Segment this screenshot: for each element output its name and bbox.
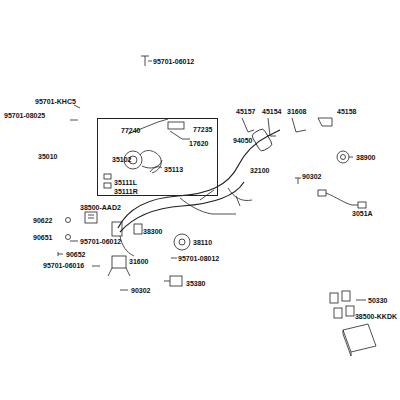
callout-number: 90302: [131, 287, 150, 295]
callout-number: 90652: [66, 251, 85, 259]
callout-number: 31600: [129, 258, 148, 266]
callout-number: 35102: [112, 156, 131, 164]
callout-number: 38900: [356, 154, 375, 162]
callout-number: 35111L: [114, 179, 137, 187]
callout-number: 95701-06016: [43, 262, 84, 270]
callout-number: 35111R: [114, 188, 138, 196]
assembly-group-box: 35010772407723517620351023511335111L3511…: [97, 118, 218, 196]
callout-number: 95701-08025: [4, 112, 45, 120]
callout-number: 90651: [33, 234, 52, 242]
callout-number: 38500-AAD2: [80, 204, 121, 212]
callout-number: 77240: [121, 127, 140, 135]
callout-number: 3051A: [352, 210, 373, 218]
callout-number: 45158: [337, 108, 356, 116]
callout-number: 35010: [38, 153, 57, 161]
callout-number: 50330: [368, 297, 387, 305]
callout-number: 35113: [164, 166, 183, 174]
callout-number: 90622: [33, 217, 52, 225]
callout-number: 38500-KKDK: [355, 313, 397, 321]
callout-number: 32100: [250, 167, 269, 175]
callout-number: 95701-KHC5: [35, 98, 76, 106]
callout-number: 95701-06012: [80, 238, 121, 246]
callout-number: 35380: [186, 280, 205, 288]
callout-number: 77235: [193, 126, 212, 134]
callout-number: 94050: [233, 137, 252, 145]
callout-number: 38110: [193, 239, 212, 247]
callout-number: 17620: [189, 140, 208, 148]
callout-number: 38300: [143, 228, 162, 236]
callout-number: 90302: [302, 173, 321, 181]
callout-number: 45154: [262, 108, 281, 116]
callout-number: 95701-06012: [153, 58, 194, 66]
callout-number: 31608: [287, 108, 306, 116]
callout-number: 95701-08012: [178, 255, 219, 263]
callout-number: 45157: [236, 108, 255, 116]
